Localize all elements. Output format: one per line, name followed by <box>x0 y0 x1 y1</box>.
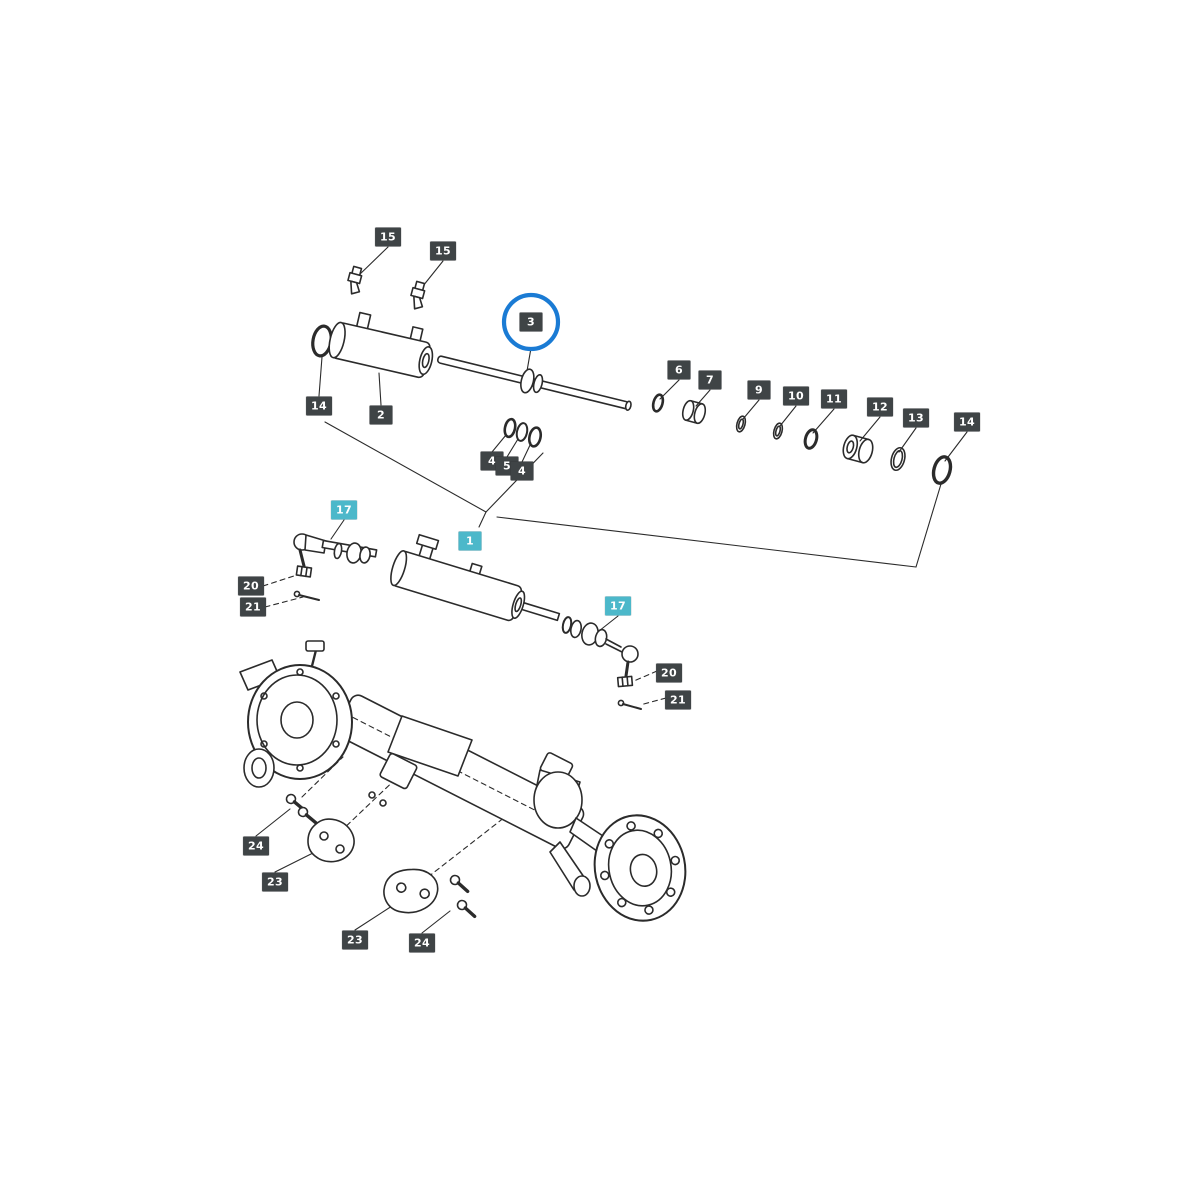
part-label-14[interactable]: 14 <box>306 396 332 416</box>
part-label-21[interactable]: 21 <box>240 597 266 617</box>
part-label-2[interactable]: 2 <box>369 405 393 425</box>
kingpin-and-hub <box>533 752 687 922</box>
part-label-21[interactable]: 21 <box>665 690 691 710</box>
piston-rod <box>436 355 632 411</box>
part-label-15[interactable]: 15 <box>375 227 401 247</box>
front-axle-housing <box>239 640 687 922</box>
part-label-7[interactable]: 7 <box>698 370 722 390</box>
gasket-23-left <box>307 818 355 863</box>
seal-kit-chain <box>651 393 953 485</box>
gland-12 <box>842 434 874 464</box>
leader-lines <box>255 246 968 934</box>
part-label-23[interactable]: 23 <box>342 930 368 950</box>
part-label-23[interactable]: 23 <box>262 872 288 892</box>
part-label-20[interactable]: 20 <box>656 663 682 683</box>
cotter-pin-21-right <box>617 699 642 710</box>
part-label-24[interactable]: 24 <box>243 836 269 856</box>
piston-seal-rings <box>503 417 543 448</box>
part-label-14[interactable]: 14 <box>954 412 980 432</box>
part-label-12[interactable]: 12 <box>867 397 893 417</box>
part-label-10[interactable]: 10 <box>783 386 809 406</box>
part-label-1[interactable]: 1 <box>458 531 482 551</box>
elbow-fitting-right <box>410 280 426 310</box>
ring-10 <box>772 422 784 440</box>
nut-20-right <box>616 675 634 688</box>
part-label-9[interactable]: 9 <box>747 380 771 400</box>
bolt-24-bottom-b <box>456 899 477 919</box>
part-label-6[interactable]: 6 <box>667 360 691 380</box>
bolt-24-left-b <box>297 806 318 825</box>
selection-circle <box>501 292 561 352</box>
tie-rod-end-left <box>293 533 378 601</box>
part-label-13[interactable]: 13 <box>903 408 929 428</box>
ring-9 <box>735 415 747 433</box>
part-label-20[interactable]: 20 <box>238 576 264 596</box>
tie-rod-end-right <box>561 616 642 710</box>
part-label-17[interactable]: 17 <box>331 500 357 520</box>
part-label-17[interactable]: 17 <box>605 596 631 616</box>
bolt-24-bottom-a <box>449 874 470 894</box>
bushing-7 <box>681 399 707 425</box>
steering-cylinder-tube <box>311 311 434 379</box>
nut-20-left <box>295 565 313 578</box>
elbow-fitting-left <box>347 265 363 295</box>
power-steering-cylinder <box>390 533 561 622</box>
cotter-pin-21-left <box>293 590 320 601</box>
o-ring-14-right <box>931 455 953 485</box>
seal-13 <box>890 446 906 472</box>
o-ring-11 <box>803 428 819 450</box>
part-label-3-selected[interactable]: 3 <box>519 312 543 332</box>
o-ring-6 <box>651 393 665 413</box>
differential-housing <box>239 640 353 788</box>
part-label-15[interactable]: 15 <box>430 241 456 261</box>
part-label-4[interactable]: 4 <box>510 461 534 481</box>
gasket-23-bottom <box>383 868 439 914</box>
part-label-24[interactable]: 24 <box>409 933 435 953</box>
part-label-11[interactable]: 11 <box>821 389 847 409</box>
